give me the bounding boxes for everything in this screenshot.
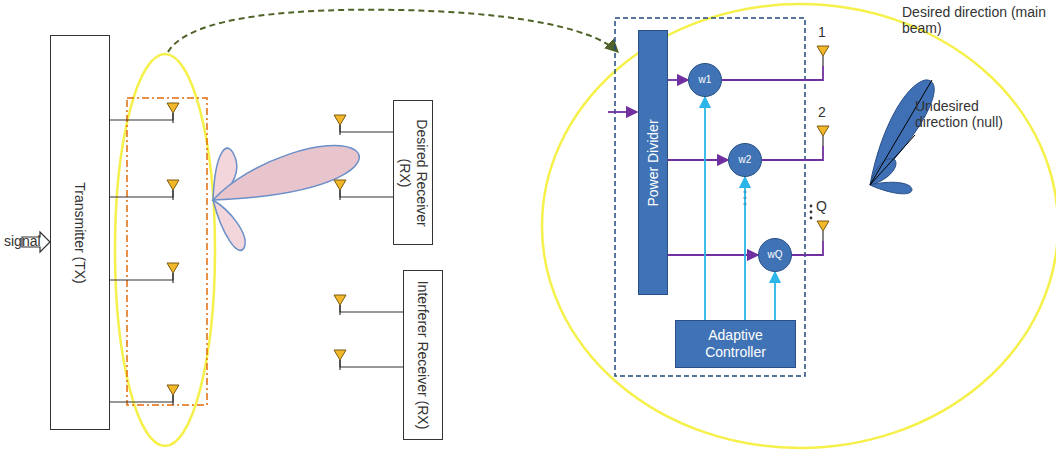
signal-arrow <box>668 79 688 81</box>
weight-circle: w1 <box>688 63 722 97</box>
weight-circle: w2 <box>728 143 762 177</box>
node-text: Adaptive Controller <box>676 327 795 361</box>
node-text: w2 <box>735 154 756 166</box>
node-text: Power Divider <box>645 38 662 287</box>
controller-box: Adaptive Controller <box>675 320 796 368</box>
signal-arrow <box>704 97 706 320</box>
signal-label: signal <box>4 233 54 249</box>
node-text: wQ <box>764 249 787 261</box>
antenna-number: Q <box>816 198 832 214</box>
node-text: w1 <box>695 74 716 86</box>
node-text: Desired Receiver (RX) <box>396 108 430 237</box>
receiver-box: Desired Receiver (RX) <box>393 100 433 245</box>
node-text: Interferer Receiver (RX) <box>415 278 432 432</box>
signal-arrow <box>774 272 776 320</box>
receiver-box: Interferer Receiver (RX) <box>403 270 443 440</box>
direction-label: Desired direction (main beam) <box>902 4 1052 36</box>
node-text: Transmitter (TX) <box>72 43 89 422</box>
transmitter-box: Transmitter (TX) <box>50 35 110 430</box>
signal-arrow <box>744 177 746 320</box>
power-divider: Power Divider <box>638 30 668 295</box>
antenna-number: 2 <box>818 104 832 120</box>
weight-circle: wQ <box>758 238 792 272</box>
signal-arrow <box>668 159 728 161</box>
antenna-number: 1 <box>818 24 832 40</box>
direction-label: Undesired direction (null) <box>915 98 1035 130</box>
